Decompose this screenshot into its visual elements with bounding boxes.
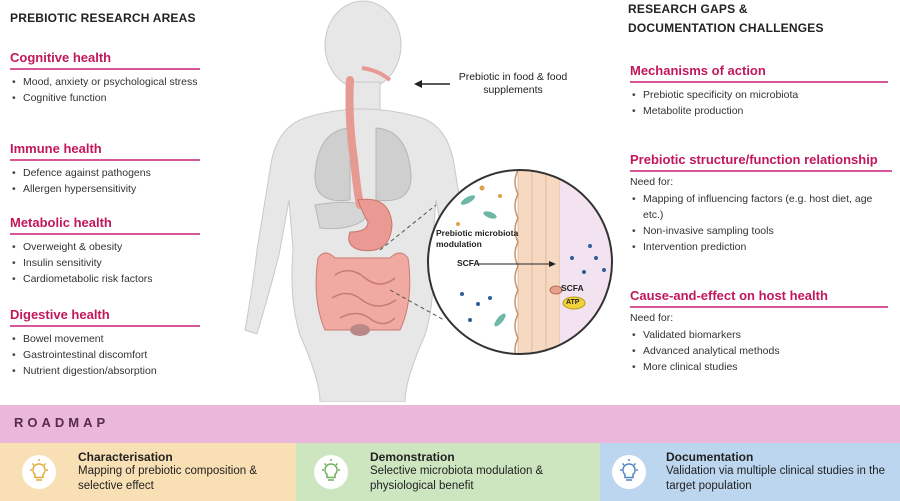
section-immune-health: Immune health Defence against pathogens … (10, 141, 200, 197)
roadmap-label: ROADMAP (14, 415, 110, 430)
list-item: Intervention prediction (632, 239, 892, 255)
need-for-label: Need for: (630, 176, 674, 188)
step-title: Demonstration (370, 450, 455, 464)
list-item: Defence against pathogens (12, 165, 200, 181)
right-title-line2: DOCUMENTATION CHALLENGES (628, 21, 824, 35)
section-title: Metabolic health (10, 215, 112, 230)
list-item: Overweight & obesity (12, 239, 200, 255)
list-item: Cognitive function (12, 90, 200, 106)
list-item: Advanced analytical methods (632, 343, 888, 359)
list-item: Mood, anxiety or psychological stress (12, 74, 200, 90)
human-silhouette (244, 0, 481, 402)
section-structure-function: Prebiotic structure/function relationshi… (630, 152, 892, 255)
zoom-modulation-label: Prebiotic microbiota modulation (436, 228, 519, 249)
list-item: Metabolite production (632, 103, 888, 119)
roadmap-step-characterisation: Characterisation Mapping of prebiotic co… (0, 443, 296, 501)
lightbulb-icon (22, 455, 56, 489)
section-title: Cause-and-effect on host health (630, 288, 828, 303)
zoom-scfa-cell-label: SCFA (561, 283, 584, 293)
body-illustration (244, 0, 613, 402)
callout-label: Prebiotic in food & food supplements (458, 71, 568, 96)
section-rule (630, 306, 888, 308)
list-item: Allergen hypersensitivity (12, 181, 200, 197)
list-item: Bowel movement (12, 331, 200, 347)
section-cognitive-health: Cognitive health Mood, anxiety or psycho… (10, 50, 200, 106)
right-title-line1: RESEARCH GAPS & (628, 2, 748, 16)
roadmap-step-documentation: Documentation Validation via multiple cl… (600, 443, 900, 501)
section-mechanisms: Mechanisms of action Prebiotic specifici… (630, 63, 888, 119)
atp-label: ATP (566, 299, 580, 306)
zoom-scfa-label: SCFA (457, 258, 480, 268)
section-rule (10, 325, 200, 327)
arrow-head-icon (414, 80, 422, 88)
zoom-circle-outline (427, 169, 613, 355)
right-column-title: RESEARCH GAPS & DOCUMENTATION CHALLENGES (628, 0, 824, 38)
list-item: Cardiometabolic risk factors (12, 271, 200, 287)
section-title: Prebiotic structure/function relationshi… (630, 152, 878, 167)
list-item: Non-invasive sampling tools (632, 223, 892, 239)
list-item: Validated biomarkers (632, 327, 888, 343)
section-title: Immune health (10, 141, 102, 156)
lightbulb-icon (314, 455, 348, 489)
section-rule (10, 233, 200, 235)
stomach-icon (348, 198, 393, 252)
zoom-line (379, 204, 437, 251)
list-item: More clinical studies (632, 359, 888, 375)
step-text: Selective microbiota modulation & physio… (370, 465, 544, 492)
list-item: Insulin sensitivity (12, 255, 200, 271)
step-text: Validation via multiple clinical studies… (666, 465, 886, 492)
section-rule (630, 81, 888, 83)
section-rule (10, 159, 200, 161)
esophagus-icon (345, 76, 364, 209)
list-item: Mapping of influencing factors (e.g. hos… (632, 191, 892, 223)
list-item: Nutrient digestion/absorption (12, 363, 200, 379)
lightbulb-icon (612, 455, 646, 489)
step-title: Characterisation (78, 450, 173, 464)
left-column-title: PREBIOTIC RESEARCH AREAS (10, 11, 196, 25)
lungs-icon (314, 127, 412, 202)
step-text: Mapping of prebiotic composition & selec… (78, 465, 257, 492)
section-metabolic-health: Metabolic health Overweight & obesity In… (10, 215, 200, 287)
step-title: Documentation (666, 450, 754, 464)
section-rule (10, 68, 200, 70)
list-item: Gastrointestinal discomfort (12, 347, 200, 363)
list-item: Prebiotic specificity on microbiota (632, 87, 888, 103)
intestines-icon (315, 252, 411, 336)
zoom-line (389, 289, 445, 321)
section-title: Mechanisms of action (630, 63, 766, 78)
mouth-icon (361, 66, 392, 82)
section-digestive-health: Digestive health Bowel movement Gastroin… (10, 307, 200, 379)
section-title: Cognitive health (10, 50, 112, 65)
roadmap-band (0, 405, 900, 443)
section-rule (630, 170, 892, 172)
section-title: Digestive health (10, 307, 110, 322)
roadmap-step-demonstration: Demonstration Selective microbiota modul… (296, 443, 600, 501)
section-cause-effect: Cause-and-effect on host health Need for… (630, 288, 888, 375)
need-for-label: Need for: (630, 312, 674, 324)
